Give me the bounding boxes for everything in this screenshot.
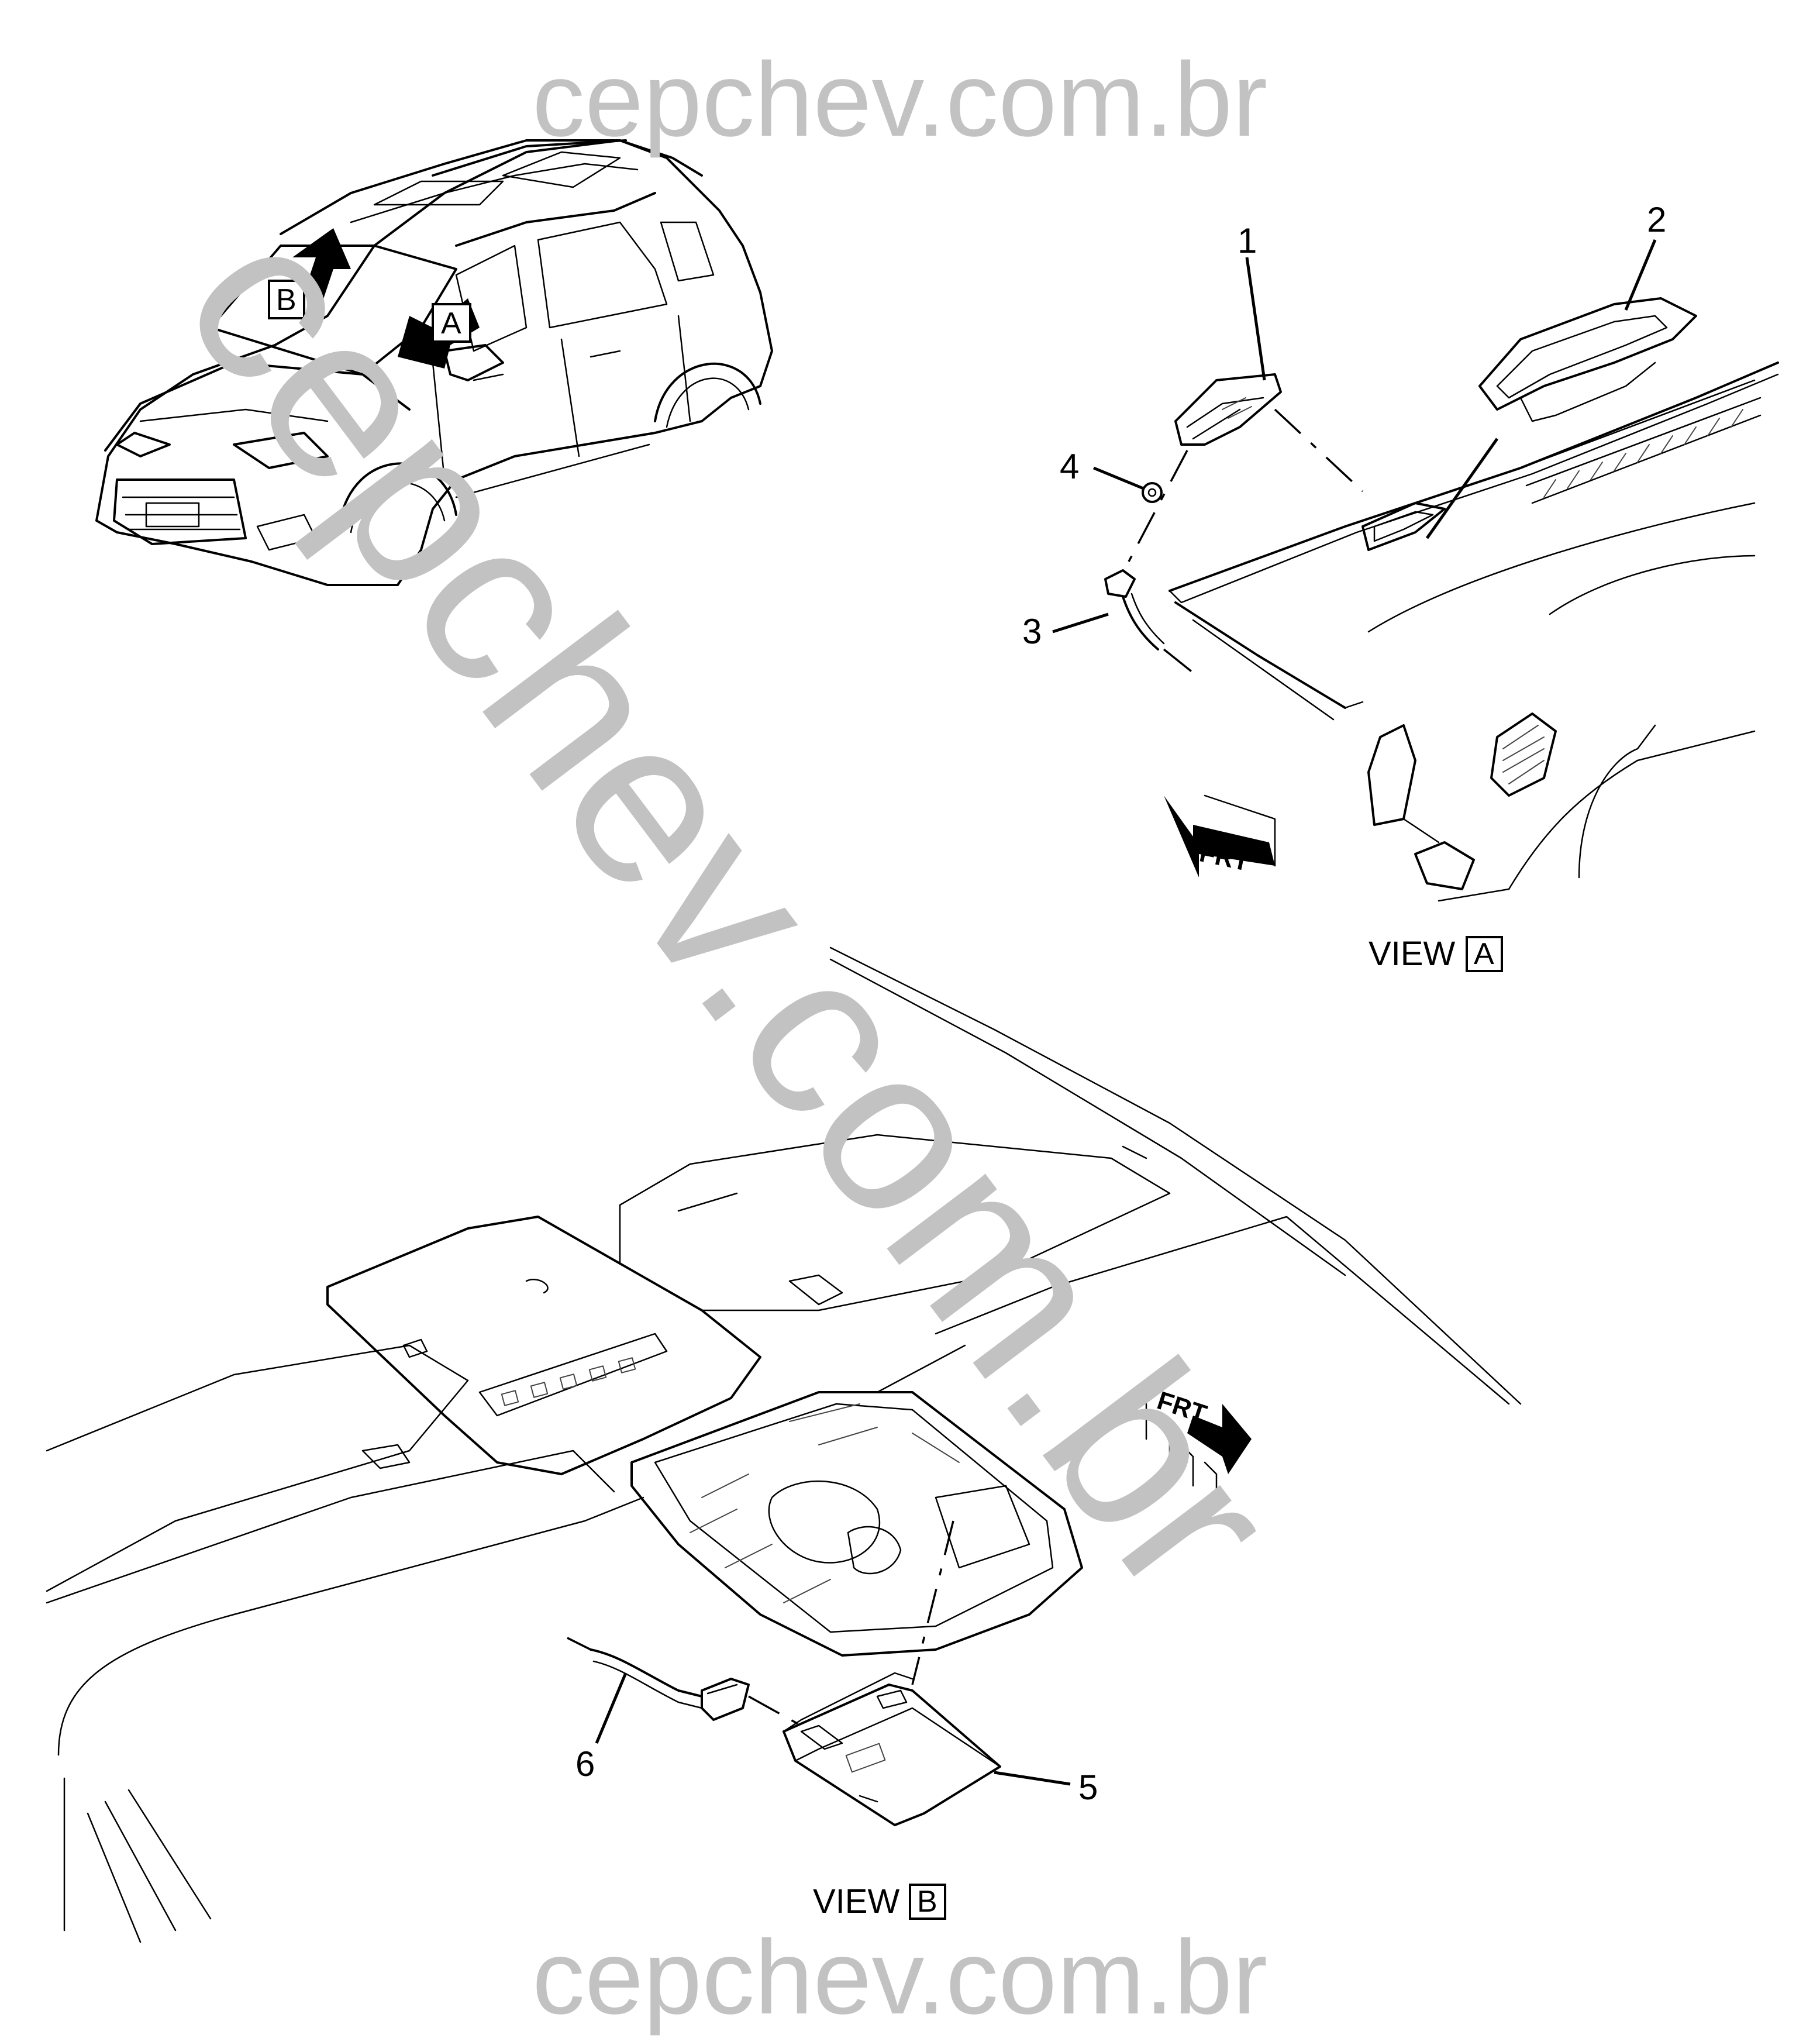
callout-6: 6	[575, 1744, 595, 1784]
callout-leaders-view-b	[595, 1672, 1071, 1786]
watermark-top: cepchev.com.br	[532, 41, 1267, 159]
view-b-caption: VIEW B	[813, 1882, 946, 1920]
view-a-letter: A	[1474, 937, 1494, 971]
marker-b-letter: B	[276, 283, 297, 317]
marker-a-letter: A	[441, 307, 461, 340]
frt-arrow-view-a: FRT	[1164, 794, 1276, 877]
callout-1: 1	[1238, 221, 1257, 260]
frt-arrow-view-b: FRT	[1133, 1386, 1252, 1505]
view-a-caption: VIEW A	[1369, 935, 1503, 973]
callout-2: 2	[1647, 200, 1666, 239]
view-b-drawing	[46, 946, 1522, 1943]
view-b-letter: B	[917, 1885, 937, 1919]
view-a-label: VIEW	[1369, 935, 1455, 973]
callout-5: 5	[1078, 1768, 1098, 1807]
view-a-marker: A	[398, 298, 480, 369]
callout-3: 3	[1022, 612, 1042, 651]
view-b-label: VIEW	[813, 1882, 899, 1920]
watermark-diagonal: cepchev.com.br	[135, 177, 1328, 1640]
view-a-drawing	[1104, 297, 1779, 902]
watermark-bottom: cepchev.com.br	[532, 1919, 1267, 2036]
callout-4: 4	[1060, 447, 1079, 486]
view-b-marker: B	[268, 228, 351, 319]
callout-leaders-view-a	[1052, 239, 1657, 634]
vehicle-illustration	[95, 139, 773, 586]
